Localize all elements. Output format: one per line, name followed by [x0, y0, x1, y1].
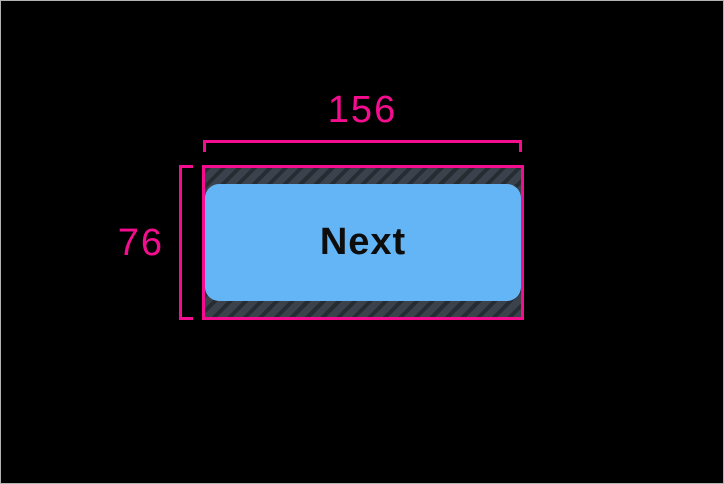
- height-dimension-bracket: [179, 165, 193, 320]
- width-dimension-label: 156: [327, 89, 398, 131]
- height-dimension-label-wrap: 76: [96, 165, 164, 320]
- next-button-label: Next: [319, 221, 407, 263]
- width-dimension-bracket: [203, 140, 522, 152]
- height-dimension-label: 76: [117, 221, 164, 264]
- next-button[interactable]: Next: [205, 184, 521, 301]
- touch-target-highlight: Next: [202, 165, 524, 320]
